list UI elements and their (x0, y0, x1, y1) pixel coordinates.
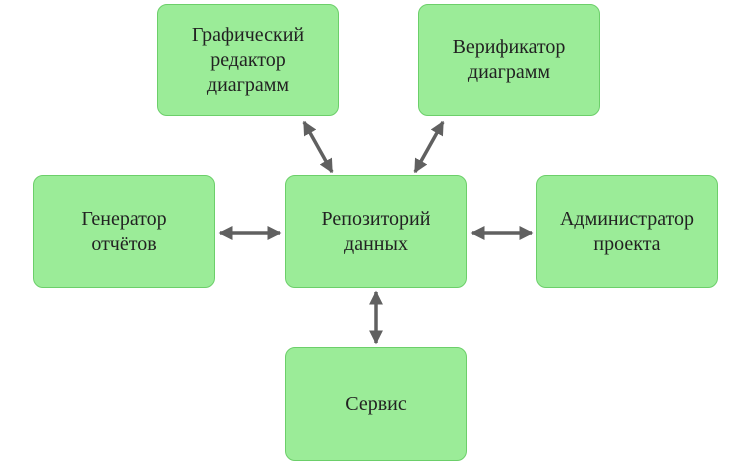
node-diagram-verifier[interactable]: Верификатор диаграмм (418, 4, 600, 116)
node-report-generator[interactable]: Генератор отчётов (33, 175, 215, 288)
arrow-editor-repository (302, 120, 334, 174)
node-graphic-editor-label: Графический редактор диаграмм (191, 23, 305, 96)
node-diagram-verifier-label: Верификатор диаграмм (452, 36, 566, 83)
node-data-repository-label: Репозиторий данных (321, 207, 431, 255)
node-project-admin[interactable]: Администратор проекта (536, 175, 718, 288)
node-project-admin-label: Администратор проекта (559, 207, 695, 255)
node-report-generator-label: Генератор отчётов (81, 207, 167, 255)
node-graphic-editor[interactable]: Графический редактор диаграмм (157, 4, 339, 116)
node-service[interactable]: Сервис (285, 347, 467, 461)
node-data-repository[interactable]: Репозиторий данных (285, 175, 467, 288)
node-service-label: Сервис (345, 392, 407, 415)
arrow-verifier-repository (413, 120, 445, 174)
